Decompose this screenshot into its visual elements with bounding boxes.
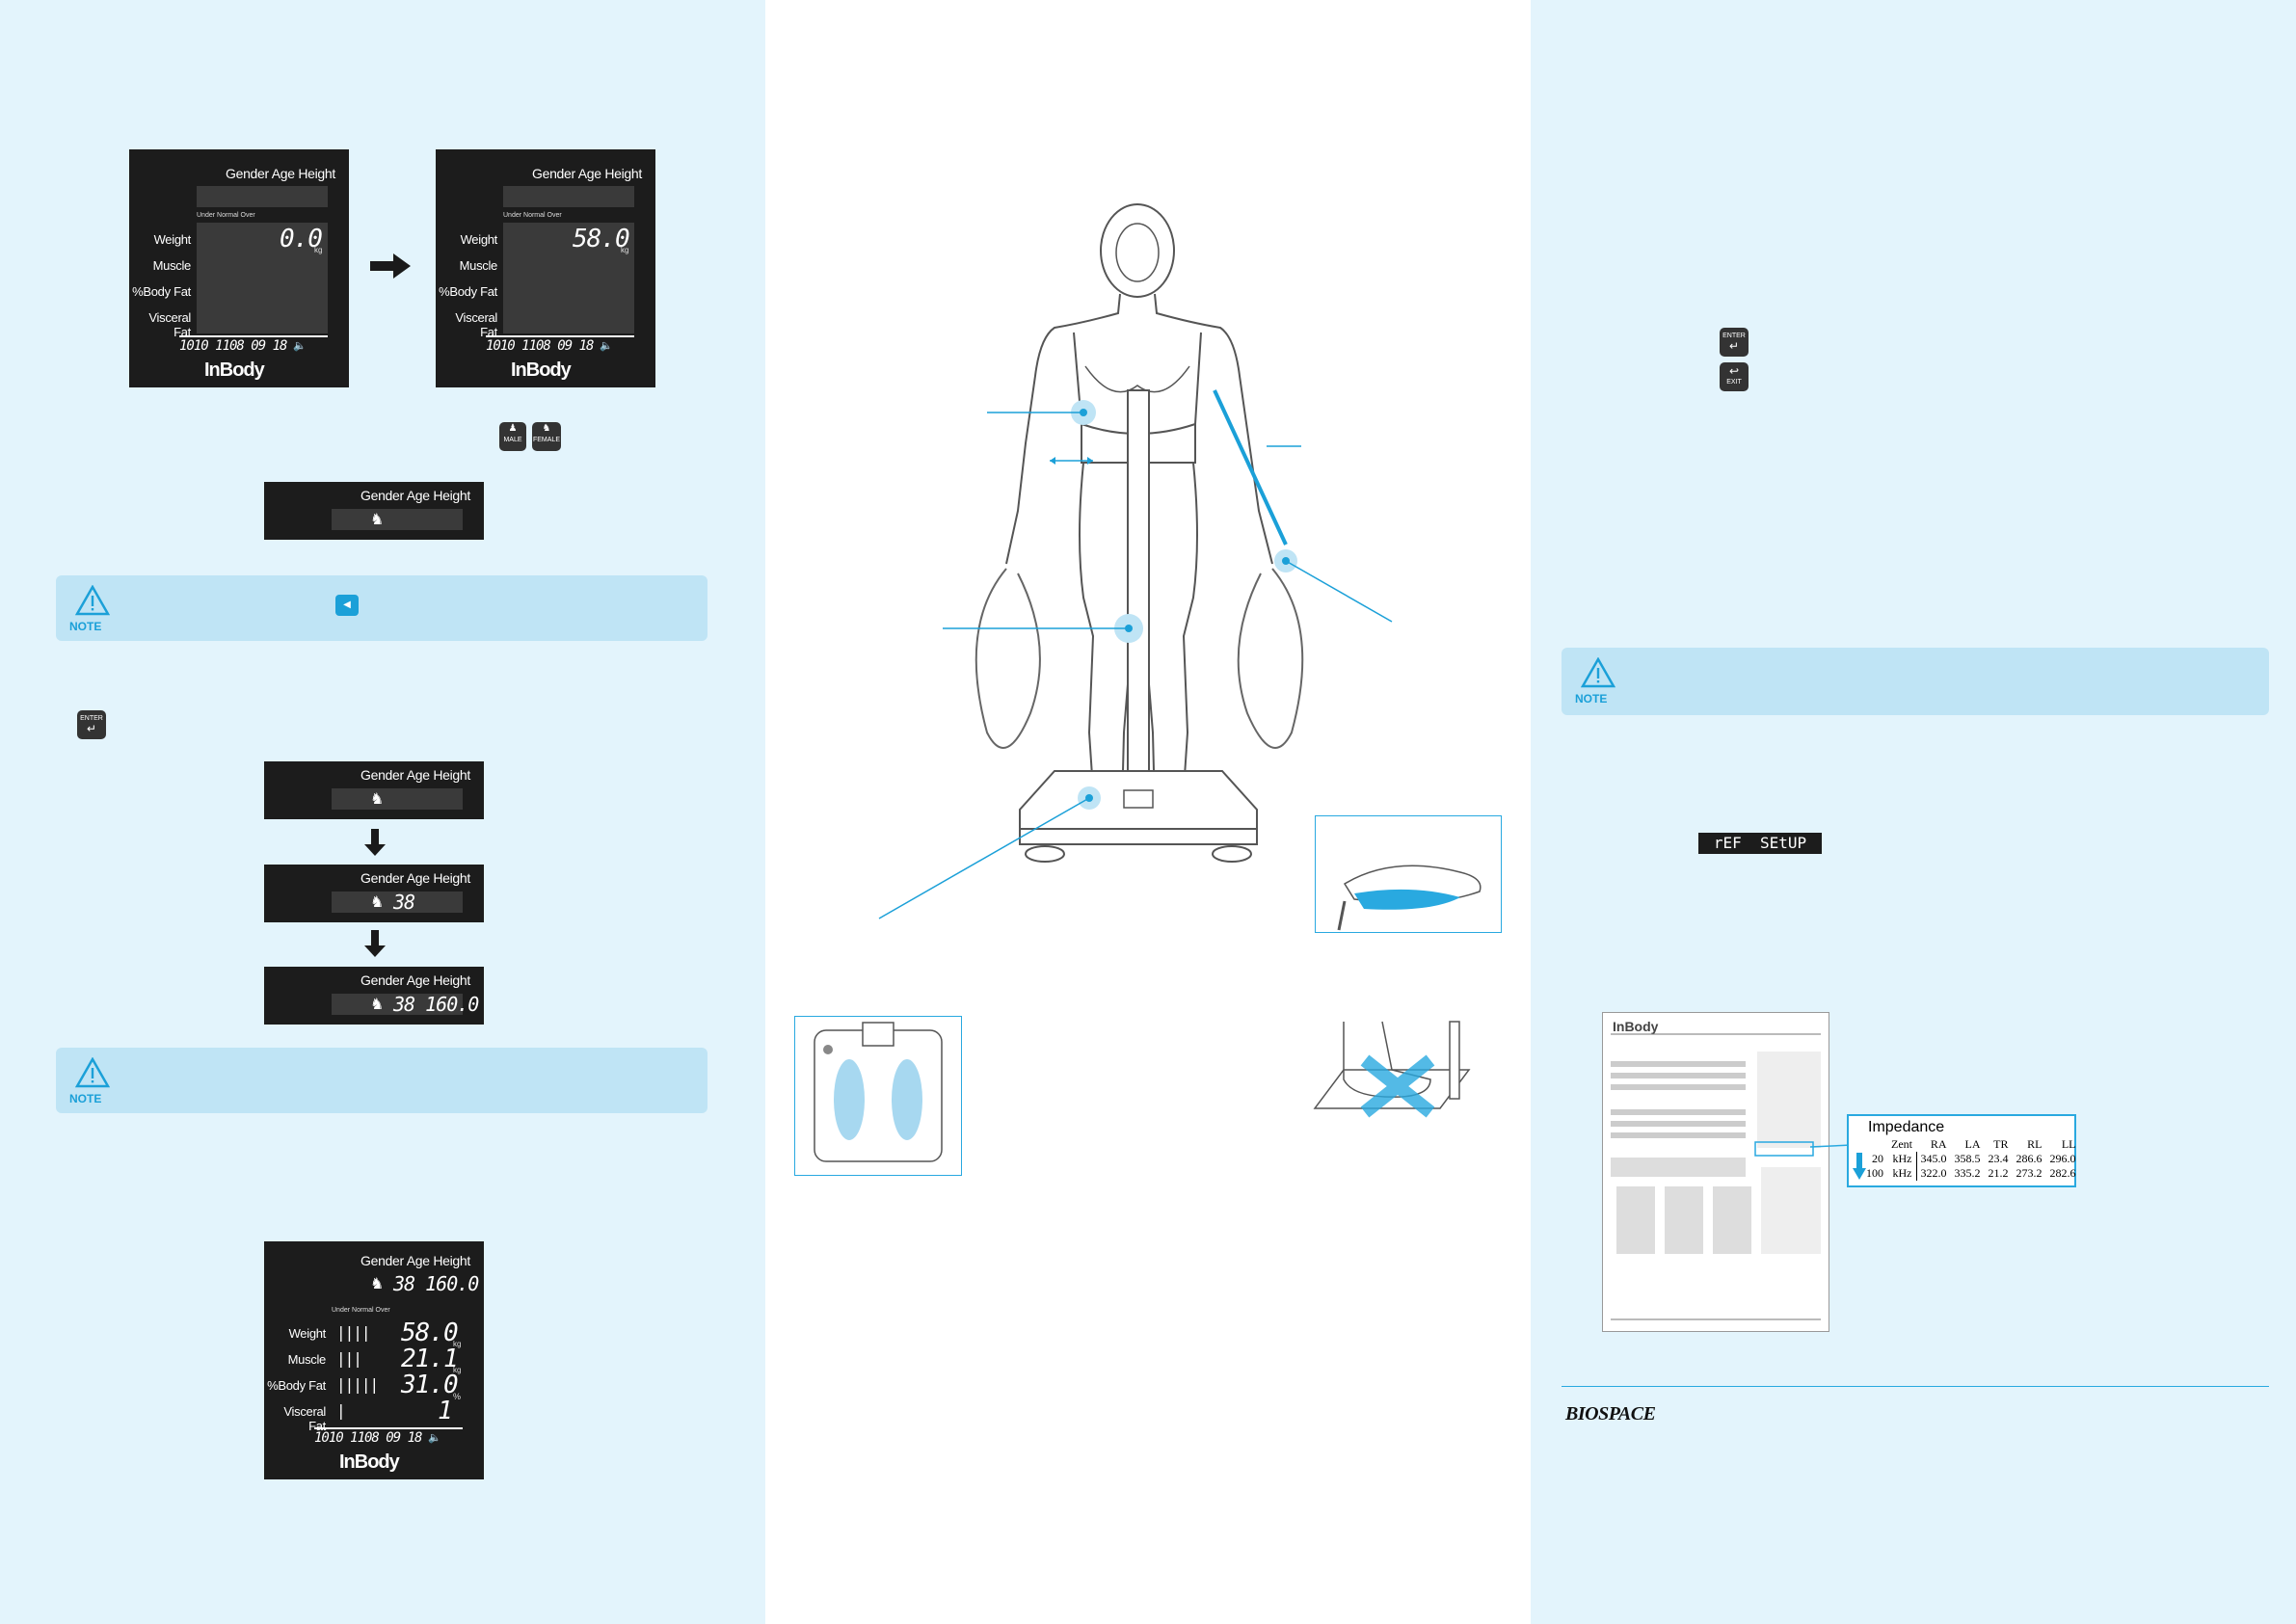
report-logo: InBody (1613, 1019, 1659, 1034)
lcd-gender-strip: Gender Age Height ♞ (264, 482, 484, 540)
warning-icon (75, 1057, 110, 1088)
lcd-screen-weight: Gender Age Height Under Normal Over Weig… (436, 149, 655, 387)
enter-key[interactable]: ENTER↵ (1720, 328, 1749, 357)
foot-electrode-inset (794, 1016, 962, 1176)
inbody-logo: InBody (204, 359, 265, 381)
lcd-gender-strip-2: Gender Age Height ♞ (264, 761, 484, 819)
note-box-1: NOTE ◀ (56, 575, 707, 641)
middle-panel (765, 0, 1531, 1624)
right-panel: ENTER↵ ↩EXIT NOTE rEF SEtUP InBody Imped… (1531, 0, 2296, 1624)
female-button[interactable]: ♞FEMALE (532, 422, 561, 451)
enter-key[interactable]: ENTER↵ (77, 710, 106, 739)
arrow-right-icon (370, 253, 411, 279)
note-box-2: NOTE (56, 1048, 707, 1113)
date-line: 1010 1108 09 18 (179, 338, 287, 354)
female-icon: ♞ (370, 894, 385, 911)
ref-setup-display: rEF SEtUP (1698, 833, 1822, 854)
female-icon: ♞ (370, 1276, 385, 1292)
arrow-down-icon (364, 829, 386, 856)
arrow-down-icon (1853, 1153, 1866, 1180)
exit-key[interactable]: ↩EXIT (1720, 362, 1749, 391)
warning-icon (1581, 657, 1615, 688)
note-box-3: NOTE (1562, 648, 2269, 715)
female-icon: ♞ (370, 512, 385, 528)
left-panel: Gender Age Height Under Normal Over Weig… (0, 0, 765, 1624)
weight-value: 0.0 (280, 225, 323, 253)
lcd-height-strip: Gender Age Height ♞ 38 160.0 (264, 967, 484, 1025)
weight-value: 58.0 (573, 225, 630, 253)
hand-electrode-inset (1315, 815, 1502, 933)
warning-icon (75, 585, 110, 616)
body-posture-illustration (878, 203, 1393, 919)
biospace-logo: BIOSPACE (1565, 1403, 1656, 1424)
lcd-screen-initial: Gender Age Height Under Normal Over Weig… (129, 149, 349, 387)
footer-rule (1562, 1386, 2269, 1387)
back-key-icon[interactable]: ◀ (335, 595, 359, 616)
female-icon: ♞ (370, 791, 385, 808)
arrow-down-icon (364, 930, 386, 957)
lcd-header: Gender Age Height (226, 166, 335, 181)
lcd-age-strip: Gender Age Height ♞ 38 (264, 865, 484, 922)
female-icon: ♞ (370, 997, 385, 1013)
wrong-stance-illustration (1313, 1021, 1471, 1118)
result-sheet: InBody (1602, 1012, 1829, 1332)
lcd-result-screen: Gender Age Height ♞ 38 160.0 Under Norma… (264, 1241, 484, 1479)
male-button[interactable]: ♟MALE (499, 422, 526, 451)
